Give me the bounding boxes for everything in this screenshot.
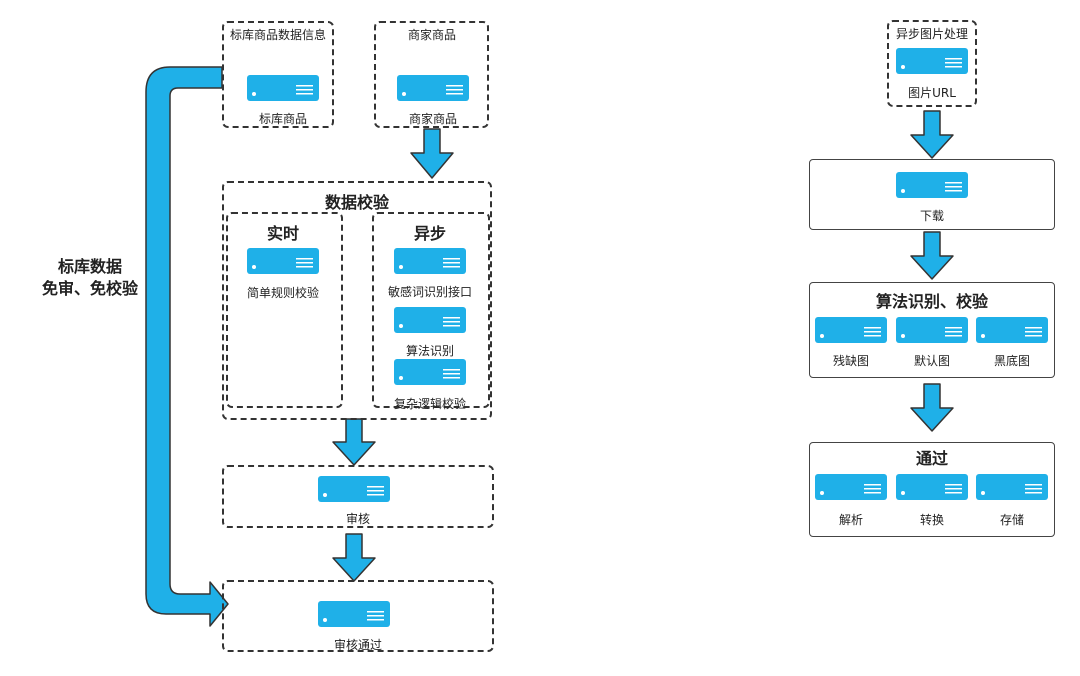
simple-rule-label: 简单规则校验 (246, 286, 320, 300)
down-arrow-merchant (410, 128, 454, 179)
download-box (809, 159, 1055, 230)
complex-logic-label: 复杂逻辑校验 (393, 397, 467, 411)
data-validation-title: 数据校验 (324, 193, 390, 212)
server-icon (318, 601, 390, 627)
review-pass-label: 审核通过 (333, 638, 383, 652)
pass-title: 通过 (915, 449, 949, 468)
std-product-info-title: 标库商品数据信息 (229, 28, 327, 42)
async-image-box (887, 20, 977, 107)
merchant-product-label: 商家商品 (408, 112, 458, 126)
data-validation-box (222, 181, 492, 420)
review-box (222, 465, 494, 528)
server-icon (397, 75, 469, 101)
server-icon (976, 474, 1048, 500)
down-arrow-review (332, 533, 376, 582)
server-icon (896, 48, 968, 74)
convert-label: 转换 (919, 513, 945, 527)
down-arrow-imgurl (910, 110, 954, 159)
image-url-label: 图片URL (908, 86, 956, 100)
server-icon (394, 248, 466, 274)
down-arrow-validate (332, 418, 376, 466)
server-icon (394, 359, 466, 385)
broken-image-label: 残缺图 (832, 354, 870, 368)
down-arrow-algo (910, 383, 954, 432)
server-icon (247, 75, 319, 101)
server-icon (815, 317, 887, 343)
bypass-label-line1: 标库数据 (57, 257, 122, 276)
black-bg-image-label: 黑底图 (993, 354, 1031, 368)
down-arrow-download (910, 231, 954, 280)
server-icon (394, 307, 466, 333)
async-title: 异步 (413, 224, 447, 243)
merchant-product-title: 商家商品 (407, 28, 457, 42)
sensitive-word-label: 敏感词识别接口 (387, 285, 473, 299)
pass-box (809, 442, 1055, 537)
merchant-product-box (374, 21, 489, 128)
download-label: 下载 (919, 209, 945, 223)
review-label: 审核 (345, 512, 371, 526)
server-icon (815, 474, 887, 500)
algo-validate-box (809, 282, 1055, 378)
bypass-label: 标库数据 免审、免校验 (40, 256, 140, 300)
bypass-label-line2: 免审、免校验 (41, 279, 138, 298)
server-icon (247, 248, 319, 274)
realtime-box (226, 212, 343, 408)
server-icon (318, 476, 390, 502)
server-icon (896, 474, 968, 500)
store-label: 存储 (999, 513, 1025, 527)
async-image-title: 异步图片处理 (895, 27, 969, 41)
review-pass-box (222, 580, 494, 652)
realtime-title: 实时 (266, 224, 300, 243)
default-image-label: 默认图 (913, 354, 951, 368)
algo-recognition-label: 算法识别 (405, 344, 455, 358)
std-product-label: 标库商品 (258, 112, 308, 126)
algo-validate-title: 算法识别、校验 (875, 292, 989, 311)
bypass-arrow (145, 66, 229, 627)
async-box (372, 212, 490, 408)
parse-label: 解析 (838, 513, 864, 527)
std-product-info-box (222, 21, 334, 128)
server-icon (976, 317, 1048, 343)
server-icon (896, 172, 968, 198)
server-icon (896, 317, 968, 343)
